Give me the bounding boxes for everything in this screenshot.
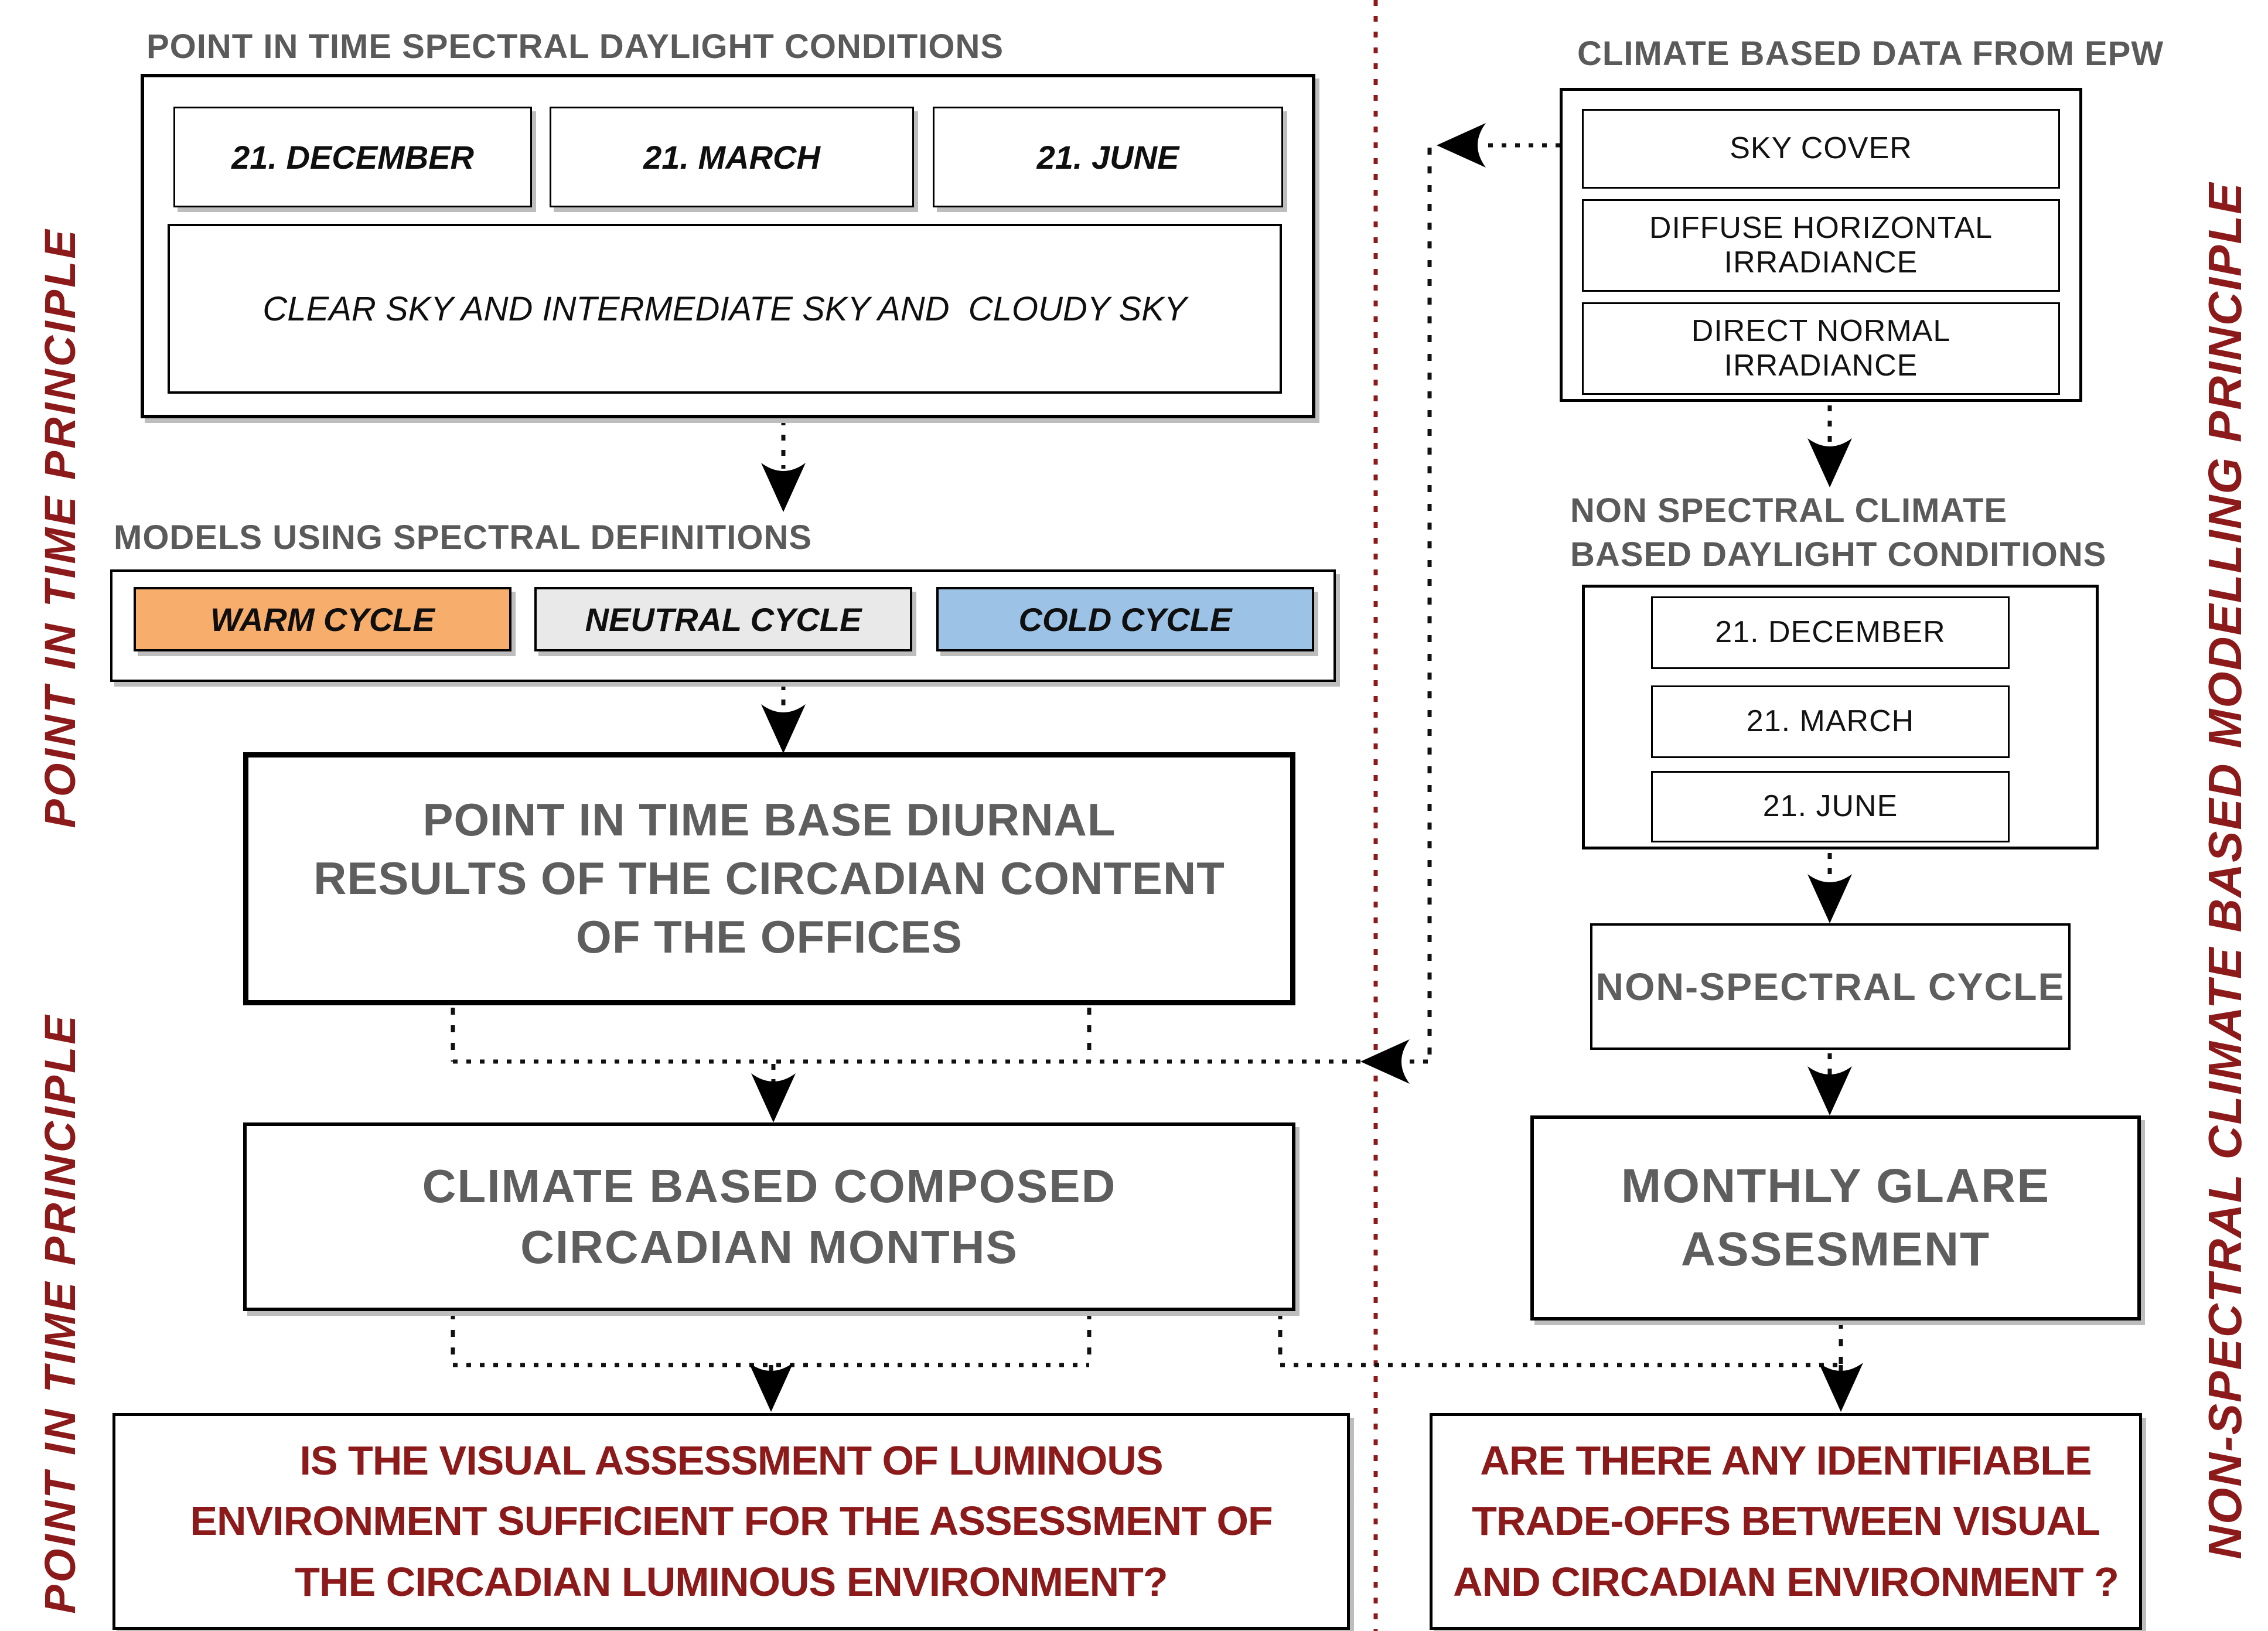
warm-cycle-box: WARM CYCLE	[134, 587, 511, 651]
nonspectral-cycle-box: NON-SPECTRAL CYCLE	[1590, 923, 2071, 1050]
left-question-box: IS THE VISUAL ASSESSMENT OF LUMINOUS ENV…	[112, 1413, 1350, 1630]
climate-months-box: CLIMATE BASED COMPOSED CIRCADIAN MONTHS	[243, 1122, 1295, 1311]
epw-item-direct: DIRECT NORMAL IRRADIANCE	[1582, 302, 2060, 395]
climate-line-2: CIRCADIAN MONTHS	[520, 1221, 1018, 1273]
neutral-cycle-box: NEUTRAL CYCLE	[534, 587, 912, 651]
glare-line-1: MONTHLY GLARE	[1621, 1159, 2051, 1213]
left-question-line-2: ENVIRONMENT SUFFICIENT FOR THE ASSESSMEN…	[190, 1498, 1273, 1544]
arrowhead-down-glare	[1807, 1066, 1852, 1115]
title-epw-data: CLIMATE BASED DATA FROM EPW	[1577, 35, 2164, 73]
left-question-line-1: IS THE VISUAL ASSESSMENT OF LUMINOUS	[299, 1437, 1163, 1483]
arrowhead-down-diurnal	[761, 704, 806, 753]
rail-point-in-time-bottom: POINT IN TIME PRINCIPLE	[35, 1013, 84, 1614]
month-box-june: 21. JUNE	[1651, 771, 2010, 842]
cold-cycle-box: COLD CYCLE	[936, 587, 1314, 651]
right-question-line-1: ARE THERE ANY IDENTIFIABLE	[1480, 1437, 2092, 1483]
arrowhead-left-epw	[1437, 123, 1486, 168]
climate-line-1: CLIMATE BASED COMPOSED	[422, 1160, 1117, 1212]
right-question-line-2: TRADE-OFFS BETWEEN VISUAL	[1472, 1498, 2100, 1544]
arrowhead-down-cycle	[1807, 874, 1852, 923]
arrowhead-down-left-question	[749, 1363, 793, 1412]
month-box-march: 21. MARCH	[1651, 685, 2010, 758]
arrowhead-down-climate	[751, 1073, 796, 1122]
month-box-december: 21. DECEMBER	[1651, 596, 2010, 669]
arrowhead-down-models	[761, 463, 806, 512]
monthly-glare-box: MONTHLY GLARE ASSESMENT	[1530, 1115, 2141, 1321]
diurnal-line-1: POINT IN TIME BASE DIURNAL	[422, 794, 1116, 846]
title-point-in-time-conditions: POINT IN TIME SPECTRAL DAYLIGHT CONDITIO…	[146, 28, 1004, 66]
date-box-march: 21. MARCH	[550, 107, 914, 207]
glare-line-2: ASSESMENT	[1680, 1223, 1991, 1276]
diurnal-line-3: OF THE OFFICES	[576, 910, 963, 963]
title-nonspectral-conditions: NON SPECTRAL CLIMATE BASED DAYLIGHT COND…	[1570, 489, 2106, 577]
rail-point-in-time-top: POINT IN TIME PRINCIPLE	[35, 227, 84, 828]
arrowhead-left-junction	[1360, 1039, 1410, 1084]
rail-non-spectral-principle: NON-SPECTRAL CLIMATE BASED MODELLING PRI…	[2199, 182, 2251, 1560]
right-question-box: ARE THERE ANY IDENTIFIABLE TRADE-OFFS BE…	[1430, 1413, 2142, 1630]
nonspectral-title-line-2: BASED DAYLIGHT CONDITIONS	[1570, 535, 2107, 574]
date-box-june: 21. JUNE	[933, 107, 1283, 207]
epw-item-sky-cover: SKY COVER	[1582, 109, 2060, 189]
date-box-december: 21. DECEMBER	[173, 107, 532, 207]
diurnal-line-2: RESULTS OF THE CIRCADIAN CONTENT	[313, 852, 1225, 905]
sky-types-box: CLEAR SKY AND INTERMEDIATE SKY AND CLOUD…	[168, 224, 1282, 394]
nonspectral-title-line-1: NON SPECTRAL CLIMATE	[1570, 492, 2008, 530]
epw-item-diffuse: DIFFUSE HORIZONTAL IRRADIANCE	[1582, 199, 2060, 292]
right-question-line-3: AND CIRCADIAN ENVIRONMENT ?	[1453, 1558, 2119, 1605]
title-models-spectral: MODELS USING SPECTRAL DEFINITIONS	[114, 518, 813, 557]
arrowhead-down-nonspectral	[1807, 438, 1852, 487]
arrowhead-down-right-question	[1819, 1363, 1863, 1412]
left-question-line-3: THE CIRCADIAN LUMINOUS ENVIRONMENT?	[295, 1558, 1168, 1605]
diurnal-results-box: POINT IN TIME BASE DIURNAL RESULTS OF TH…	[243, 752, 1295, 1005]
